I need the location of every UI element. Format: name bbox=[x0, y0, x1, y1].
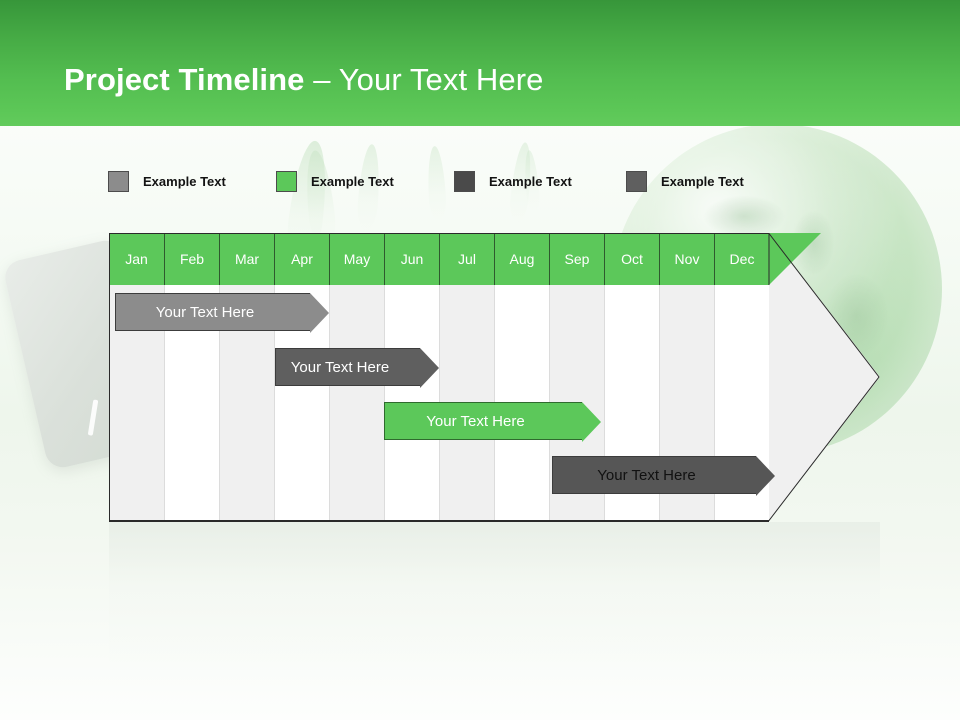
task-bar-arrow-icon bbox=[420, 348, 439, 388]
month-header-jul[interactable]: Jul bbox=[439, 233, 494, 285]
task-bar-label-3: Your Text Here bbox=[597, 466, 696, 484]
task-bar-3[interactable]: Your Text Here bbox=[552, 456, 775, 496]
timeline-chart: Jan Feb Mar Apr May Jun Jul Aug Sep Oct … bbox=[109, 233, 880, 521]
legend-swatch-icon bbox=[454, 170, 475, 192]
task-bar-arrow-icon bbox=[582, 402, 601, 442]
task-bar-1[interactable]: Your Text Here bbox=[275, 348, 439, 388]
month-header-mar[interactable]: Mar bbox=[219, 233, 274, 285]
legend-label-1: Example Text bbox=[311, 173, 394, 189]
month-header-aug[interactable]: Aug bbox=[494, 233, 549, 285]
month-header-may[interactable]: May bbox=[329, 233, 384, 285]
task-bar-arrow-icon bbox=[756, 456, 775, 496]
page-title-bold: Project Timeline bbox=[64, 62, 305, 97]
month-header-arrow-tail bbox=[769, 233, 821, 285]
legend-item-1[interactable]: Example Text bbox=[276, 166, 394, 196]
month-header-nov[interactable]: Nov bbox=[659, 233, 714, 285]
month-header-sep[interactable]: Sep bbox=[549, 233, 604, 285]
legend-swatch-icon bbox=[276, 170, 297, 192]
legend-swatch-icon bbox=[626, 170, 647, 192]
legend: Example Text Example Text Example Text E… bbox=[108, 166, 808, 196]
legend-swatch-icon bbox=[108, 170, 129, 192]
chart-baseline bbox=[109, 520, 769, 522]
task-bar-2[interactable]: Your Text Here bbox=[384, 402, 601, 442]
legend-label-3: Example Text bbox=[661, 173, 744, 189]
month-header-apr[interactable]: Apr bbox=[274, 233, 329, 285]
month-header-jun[interactable]: Jun bbox=[384, 233, 439, 285]
page-title: Project Timeline – Your Text Here bbox=[64, 60, 543, 100]
month-header-oct[interactable]: Oct bbox=[604, 233, 659, 285]
task-bar-label-0: Your Text Here bbox=[155, 303, 255, 321]
month-header-feb[interactable]: Feb bbox=[164, 233, 219, 285]
legend-label-0: Example Text bbox=[143, 173, 226, 189]
task-bar-label-2: Your Text Here bbox=[426, 412, 525, 430]
task-bar-label-1: Your Text Here bbox=[290, 358, 390, 376]
header-band bbox=[0, 0, 960, 126]
legend-item-3[interactable]: Example Text bbox=[626, 166, 744, 196]
month-header-row: Jan Feb Mar Apr May Jun Jul Aug Sep Oct … bbox=[109, 233, 769, 285]
task-bar-0[interactable]: Your Text Here bbox=[115, 293, 329, 333]
legend-item-0[interactable]: Example Text bbox=[108, 166, 226, 196]
legend-item-2[interactable]: Example Text bbox=[454, 166, 572, 196]
month-header-dec[interactable]: Dec bbox=[714, 233, 769, 285]
task-bar-arrow-icon bbox=[310, 293, 329, 333]
chart-reflection bbox=[109, 522, 880, 672]
month-header-jan[interactable]: Jan bbox=[109, 233, 164, 285]
page-title-light: – Your Text Here bbox=[304, 62, 544, 97]
legend-label-2: Example Text bbox=[489, 173, 572, 189]
